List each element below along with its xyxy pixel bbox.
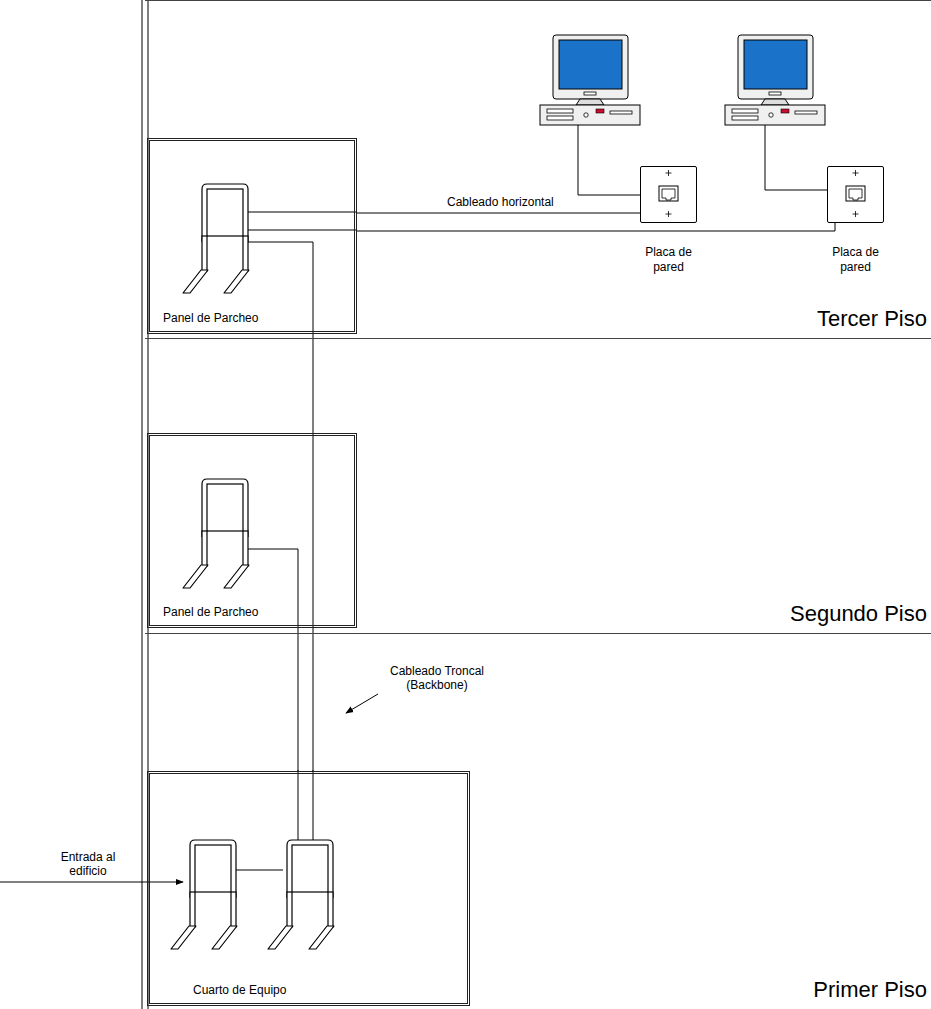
computer: [540, 35, 640, 125]
equipment-room: Panel de Parcheo: [147, 433, 357, 628]
room-label: Panel de Parcheo: [163, 605, 258, 619]
computer: [725, 35, 825, 125]
entrance-arrow: [0, 882, 183, 883]
wall-plate: Placa de pared: [827, 166, 884, 223]
label-holder: Cableado Troncal (Backbone): [378, 664, 496, 693]
horizontal-cable: [357, 223, 835, 231]
label-holder: Cableado horizontal: [444, 195, 557, 209]
patch-cord: [578, 125, 827, 195]
floor-label: Tercer Piso: [817, 307, 927, 331]
patch-panel-rack: [183, 184, 249, 293]
horizontal-cable: [357, 213, 640, 214]
wall-plate: Placa de pared: [640, 166, 697, 223]
floor-label: Segundo Piso: [790, 602, 927, 626]
plate-label: Placa de pared: [637, 245, 701, 274]
rj45-jack: [846, 170, 865, 217]
floor-band: Panel de Parcheo Segundo Piso: [145, 338, 931, 633]
equipment-room: Panel de Parcheo: [147, 138, 357, 334]
entrance-label: Entrada al edificio: [44, 850, 132, 879]
patch-panel-rack: [183, 479, 249, 588]
callout-arrow: [346, 694, 378, 713]
rj45-jack: [659, 170, 678, 217]
cable-label: Cableado horizontal: [444, 195, 557, 209]
floor-band: Cuarto de Equipo Primer Piso: [145, 633, 931, 1009]
equipment-rack: [268, 840, 334, 949]
floor-band: Panel de ParcheoPlaca de paredPlaca de p…: [145, 0, 931, 338]
equipment-room: Cuarto de Equipo: [147, 771, 470, 1006]
callout-label: Cableado Troncal (Backbone): [378, 664, 496, 693]
room-label: Panel de Parcheo: [163, 311, 258, 325]
plate-label: Placa de pared: [824, 245, 888, 274]
equipment-rack: [171, 840, 237, 949]
backbone-cable: [313, 334, 314, 771]
room-label: Cuarto de Equipo: [193, 983, 286, 997]
backbone-cable: [298, 628, 299, 771]
floor-label: Primer Piso: [813, 978, 927, 1002]
label-holder: Entrada al edificio: [44, 850, 132, 879]
